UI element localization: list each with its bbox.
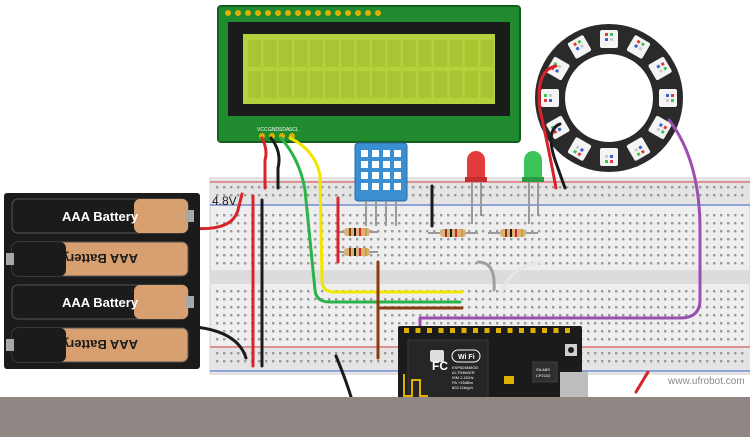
wire-black-battery [194, 325, 248, 360]
lcd-pin-vcc: VCC [257, 127, 268, 133]
svg-text:802.11b/g/n: 802.11b/g/n [452, 385, 473, 390]
resistor-3 [428, 229, 478, 237]
chip-label-2: CP2102 [536, 373, 551, 378]
nodemcu-board: Wi Fi FC ESP8266MOD AI-THINKER ISM 2.4GH… [398, 326, 588, 403]
dht-sensor [354, 142, 408, 226]
battery-cell: AAA Battery [6, 327, 189, 363]
wire-yellow [288, 136, 464, 294]
wifi-label: Wi Fi [458, 354, 475, 361]
lcd-pin-scl: SCL [289, 127, 299, 133]
battery-label: AAA Battery [61, 337, 138, 352]
usb-chip [532, 361, 558, 383]
wifi-logo [451, 349, 481, 363]
battery-label: AAA Battery [62, 295, 139, 310]
resistor-4 [488, 229, 538, 237]
ring-led [659, 89, 677, 107]
svg-text:ESP8266MOD: ESP8266MOD [452, 365, 478, 370]
footer-band [0, 397, 750, 437]
ring-led [600, 148, 618, 166]
resistor-2 [338, 248, 378, 256]
esp-logo [430, 350, 444, 362]
wire-black-lcd [269, 136, 281, 190]
watermark: www.ufrobot.com [667, 376, 745, 387]
resistor-1 [338, 228, 378, 236]
wire-gray-2 [500, 260, 542, 294]
battery-cell: AAA Battery [11, 284, 194, 320]
battery-voltage-label: 4.8V [212, 194, 237, 208]
wire-black-bottom [334, 354, 354, 402]
wire-gray-1 [476, 260, 496, 292]
battery-label: AAA Battery [62, 209, 139, 224]
lcd-pin-labels: VCC GND SDA SCL [257, 127, 299, 133]
ring-led [567, 137, 592, 161]
wire-red-bottom [634, 370, 650, 394]
module-text: ESP8266MOD AI-THINKER ISM 2.4GHz PA +25d… [452, 365, 478, 390]
wire-red-lcd [260, 136, 268, 190]
ring-led [626, 137, 651, 161]
svg-text:PA +25dBm: PA +25dBm [452, 380, 474, 385]
wire-purple [418, 118, 702, 328]
antenna-trace [403, 374, 428, 397]
battery-cell: AAA Battery [11, 198, 194, 234]
battery-cell: AAA Battery [6, 241, 189, 277]
wire-green [279, 136, 462, 304]
svg-text:AI-THINKER: AI-THINKER [452, 370, 475, 375]
wires [188, 64, 702, 402]
red-led [465, 151, 487, 224]
svg-text:ISM 2.4GHz: ISM 2.4GHz [452, 375, 474, 380]
lcd-module: VCC GND SDA SCL [217, 5, 521, 143]
ring-led [541, 89, 559, 107]
ring-led [600, 30, 618, 48]
led-ring [535, 24, 683, 172]
fcc-logo: FC [432, 359, 448, 373]
ring-led [648, 115, 672, 140]
ring-led [648, 56, 672, 81]
wire-ring-black [549, 122, 567, 190]
wire-ring-red [537, 64, 558, 190]
lcd-pin-sda: SDA [279, 127, 290, 133]
green-led [522, 151, 544, 224]
chip-label-1: SILABS [536, 367, 550, 372]
battery-label: AAA Battery [61, 251, 138, 266]
ring-led [567, 35, 592, 59]
lcd-pin-gnd: GND [268, 127, 280, 133]
ring-led [626, 35, 651, 59]
